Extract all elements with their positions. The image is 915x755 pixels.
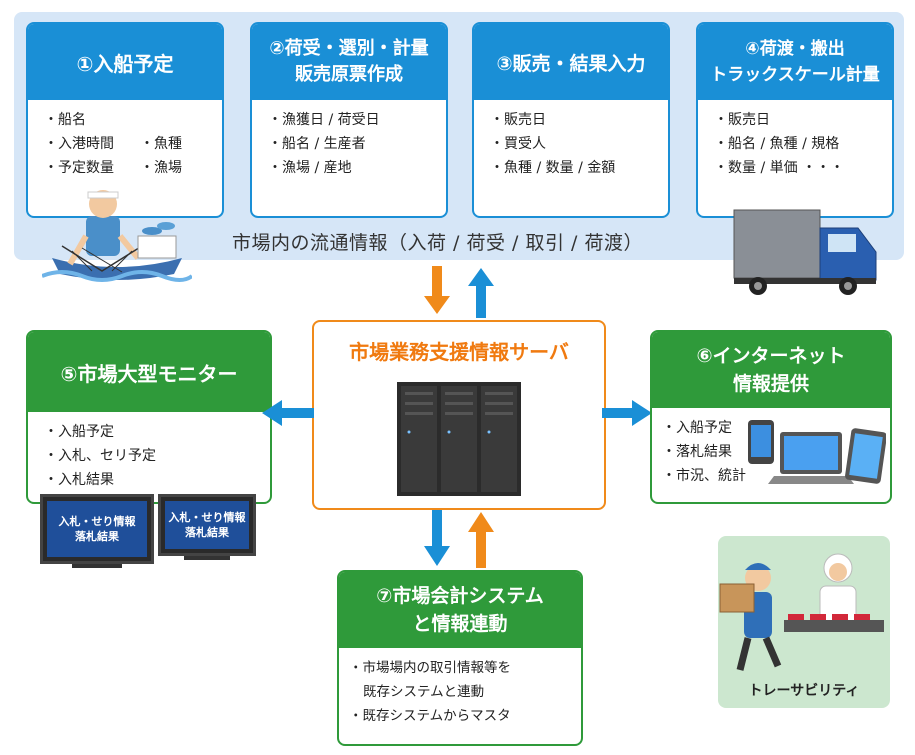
list-item-continued: 既存システムと連動 (363, 684, 485, 700)
list-item: 魚種 (140, 132, 182, 156)
info-server: 市場業務支援情報サーバ (312, 320, 606, 510)
card-receiving-title: ②荷受・選別・計量 販売原票作成 (252, 24, 446, 100)
monitor-left: 入札・せり情報 落札結果 (40, 494, 154, 564)
title-line: ①入船予定 (76, 51, 174, 76)
title-line: ②荷受・選別・計量 (269, 38, 429, 59)
traceability-panel: トレーサビリティ (718, 536, 890, 708)
title-line: ④荷渡・搬出 (745, 39, 845, 59)
title-line: ③販売・結果入力 (496, 52, 646, 75)
card-arrival-schedule-title: ①入船予定 (28, 24, 222, 100)
list-item: 販売日 (490, 108, 668, 132)
list-item: 漁場 / 産地 (268, 156, 446, 180)
list-item: 船名 / 生産者 (268, 132, 446, 156)
list-item: 数量 / 単価 ・・・ (714, 156, 892, 180)
truck-illustration (733, 209, 877, 295)
list-item: 予定数量 (44, 156, 222, 180)
card-internet-info-title: ⑥インターネット 情報提供 (652, 332, 890, 408)
card-delivery-title: ④荷渡・搬出 トラックスケール計量 (698, 24, 892, 100)
card-market-monitor-title: ⑤市場大型モニター (28, 332, 270, 412)
card-accounting-title: ⑦市場会計システム と情報連動 (339, 572, 581, 648)
list-item: 落札結果 (662, 440, 890, 464)
monitor-stand (184, 556, 230, 560)
title-line: 販売原票作成 (295, 64, 403, 85)
card-receiving: ②荷受・選別・計量 販売原票作成 漁獲日 / 荷受日 船名 / 生産者 漁場 /… (250, 22, 448, 218)
list-item: 入船予定 (44, 420, 270, 444)
card-accounting: ⑦市場会計システム と情報連動 市場場内の取引情報等を 既存システムと連動 既存… (337, 570, 583, 746)
server-rack-icon (397, 382, 521, 496)
title-line: ⑥インターネット (696, 345, 846, 367)
list-item: 市況、統計 (662, 464, 890, 488)
title-line: ⑤市場大型モニター (60, 361, 238, 386)
monitor-right: 入札・せり情報 落札結果 (158, 494, 256, 556)
list-item: 入船予定 (662, 416, 890, 440)
card-market-monitor: ⑤市場大型モニター 入船予定 入札、セリ予定 入札結果 (26, 330, 272, 504)
list-item: 船名 (44, 108, 222, 132)
traceability-label: トレーサビリティ (748, 683, 860, 699)
left-arrow-icon (262, 400, 314, 426)
list-item: 入港時間 (44, 132, 222, 156)
up-arrow-icon (468, 268, 494, 318)
list-item: 既存システムからマスタ (349, 704, 581, 728)
monitor-stand (72, 564, 122, 568)
flow-arrows-top (424, 266, 494, 318)
list-item: 入札結果 (44, 468, 270, 492)
monitor-label: 入札・せり情報 (168, 511, 246, 524)
list-item: 販売日 (714, 108, 892, 132)
up-arrow-icon (468, 512, 494, 568)
monitor-label: 落札結果 (185, 526, 229, 539)
card-internet-info: ⑥インターネット 情報提供 入船予定 落札結果 市況、統計 (650, 330, 892, 504)
list-item: 船名 / 魚種 / 規格 (714, 132, 892, 156)
monitor-label: 落札結果 (75, 530, 119, 543)
monitor-label: 入札・せり情報 (58, 515, 136, 528)
card-sales-entry: ③販売・結果入力 販売日 買受人 魚種 / 数量 / 金額 (472, 22, 670, 218)
title-line: 情報提供 (732, 373, 809, 395)
flow-arrows-bottom (424, 510, 494, 568)
title-line: ⑦市場会計システム (376, 585, 544, 607)
title-line: トラックスケール計量 (710, 65, 880, 85)
fisherman-illustration (42, 190, 192, 282)
devices-illustration (748, 420, 886, 484)
server-title: 市場業務支援情報サーバ (349, 340, 569, 364)
down-arrow-icon (424, 266, 450, 314)
list-item: 市場場内の取引情報等を (349, 656, 581, 680)
list-item: 漁獲日 / 荷受日 (268, 108, 446, 132)
list-item: 漁場 (140, 156, 182, 180)
right-arrow-icon (602, 400, 652, 426)
card-arrival-schedule: ①入船予定 船名 入港時間 予定数量 魚種 漁場 (26, 22, 224, 218)
down-arrow-icon (424, 510, 450, 566)
card-delivery: ④荷渡・搬出 トラックスケール計量 販売日 船名 / 魚種 / 規格 数量 / … (696, 22, 894, 218)
list-item: 入札、セリ予定 (44, 444, 270, 468)
list-item: 魚種 / 数量 / 金額 (490, 156, 668, 180)
title-line: と情報連動 (412, 613, 508, 635)
card-sales-entry-title: ③販売・結果入力 (474, 24, 668, 100)
traceability-illustration (719, 553, 884, 671)
list-item: 買受人 (490, 132, 668, 156)
band-label: 市場内の流通情報（入荷 / 荷受 / 取引 / 荷渡） (232, 232, 643, 254)
